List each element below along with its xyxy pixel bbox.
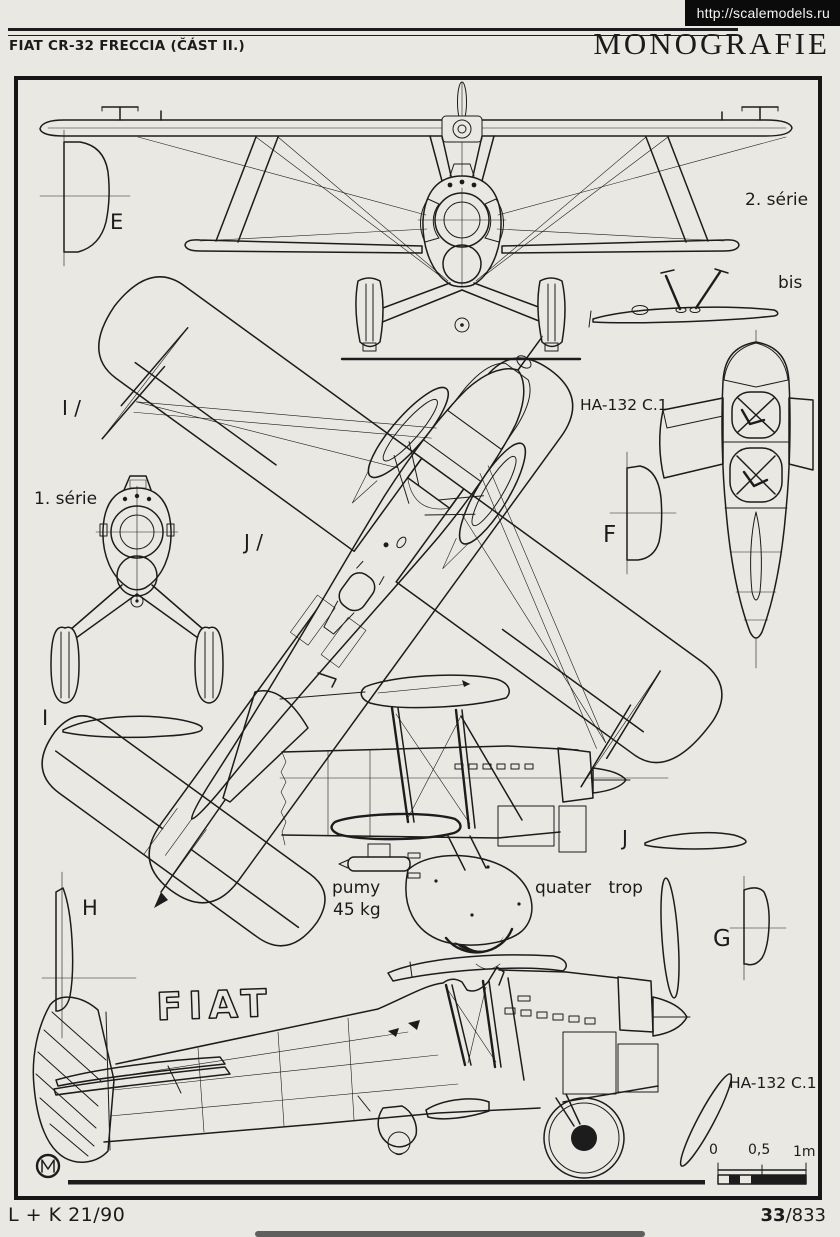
scan-artifact	[255, 1231, 645, 1237]
scale-bar	[717, 1162, 807, 1185]
artist-monogram	[35, 1153, 61, 1179]
section-g-label: G	[713, 926, 731, 952]
page-title: FIAT CR-32 FRECCIA (ČÁST II.)	[9, 38, 245, 54]
airfoil-profile-j	[644, 831, 747, 850]
bomb-label-line1: pumy	[332, 878, 381, 898]
scale-start-label: 0	[709, 1142, 718, 1158]
masthead-title: MONOGRAFIE	[593, 26, 830, 61]
page-number-bold: 33	[760, 1205, 786, 1226]
bomb-label-line2: 45 kg	[333, 900, 381, 920]
issue-reference: L + K 21/90	[8, 1204, 126, 1226]
upper-wing-left	[395, 488, 723, 764]
header-divider	[8, 28, 738, 36]
engine-side-detail	[279, 672, 669, 954]
scale-middle-label: 0,5	[748, 1142, 771, 1158]
bis-wing-profile	[588, 268, 779, 328]
fuselage-plan	[191, 367, 525, 820]
section-h-label: H	[82, 896, 98, 920]
section-e-label: E	[110, 210, 124, 234]
airfoil-j-label: J	[622, 826, 628, 850]
series-2-label: 2. série	[745, 190, 809, 210]
callout-i-label: I /	[62, 396, 81, 420]
ha132-two-seat-plan	[658, 329, 814, 669]
fiat-logo: FIAT	[156, 981, 274, 1029]
scalemodels-watermark: http://scalemodels.ru	[684, 0, 840, 26]
tail-section-h	[41, 871, 137, 1039]
wing-section-e	[39, 129, 131, 267]
plan-view	[41, 276, 723, 947]
rudder-plan-fan	[154, 690, 309, 908]
wing-section-f	[609, 451, 677, 575]
series-1-label: 1. série	[34, 489, 98, 509]
page-number-rest: /833	[785, 1205, 826, 1226]
ha132-side-label: HA-132 C.1	[729, 1074, 817, 1092]
front-view	[39, 81, 793, 361]
aircraft-drawing: FIAT	[32, 81, 814, 1185]
side-view	[32, 877, 733, 1185]
callout-j-label: J /	[244, 530, 263, 554]
rudder-section-g	[729, 875, 787, 981]
upper-wing-right	[98, 276, 423, 553]
tailplane-plan	[41, 715, 326, 947]
drawing-frame: FIAT	[14, 76, 822, 1200]
first-series-front-view	[50, 475, 224, 704]
airfoil-i-label: I	[42, 706, 49, 730]
ha132-top-label: HA-132 C.1	[580, 396, 668, 414]
section-f-label: F	[603, 522, 617, 548]
quater-trop-label: quater trop	[535, 878, 643, 898]
scale-end-label: 1m	[793, 1144, 816, 1160]
page-number: 33/833	[761, 1205, 826, 1226]
bis-label: bis	[778, 273, 803, 293]
airfoil-profile-i	[62, 715, 203, 739]
